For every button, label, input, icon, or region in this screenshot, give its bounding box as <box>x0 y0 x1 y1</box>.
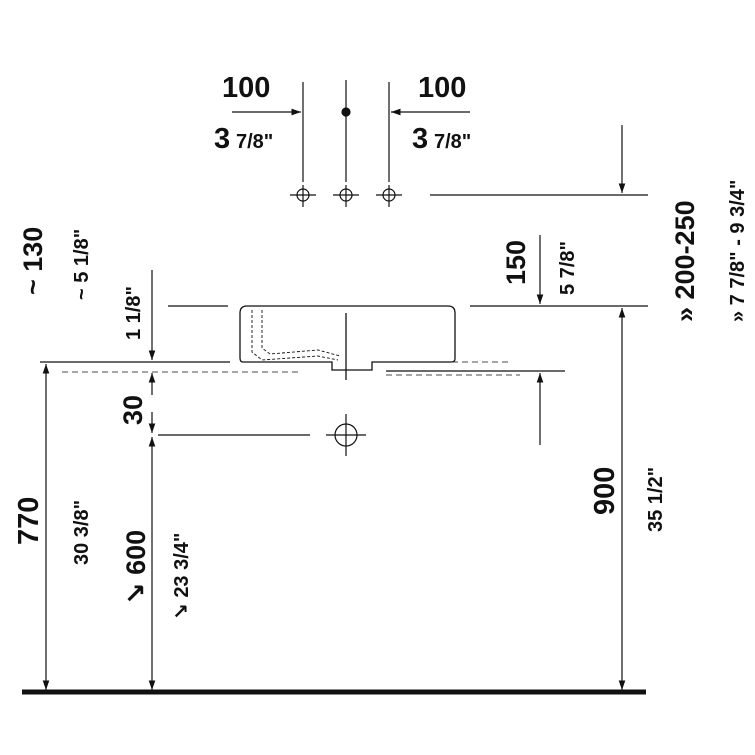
rim-height-in: 35 1/2" <box>645 467 667 532</box>
waste-outlet-centre <box>158 414 366 456</box>
rim-above-counter-mm: ~ 130 <box>18 227 48 295</box>
right-tap-offset-mm: 100 <box>418 72 466 104</box>
tap-height-range-mm: » 200-250 <box>670 200 700 322</box>
left-tap-offset-in-whole: 3 <box>214 123 230 155</box>
left-tap-offset-in-frac: 7/8" <box>236 131 273 153</box>
waste-height-in: 5 7/8" <box>557 241 579 295</box>
rim-height-mm: 900 <box>589 467 621 515</box>
counter-thickness-in: 1 1/8" <box>123 286 145 340</box>
trap-offset-mm: 30 <box>118 395 148 425</box>
waste-height-mm: 150 <box>501 240 531 285</box>
counter-height-mm: 770 <box>13 497 45 545</box>
right-tap-offset-in-frac: 7/8" <box>434 131 471 153</box>
right-tap-offset-in-whole: 3 <box>412 123 428 155</box>
tap-height-range-in: » 7 7/8" - 9 3/4" <box>727 180 749 322</box>
waste-outlet-in: ↘ 23 3/4" <box>171 533 193 620</box>
left-tap-offset-mm: 100 <box>222 72 270 104</box>
rim-above-counter-in: ~ 5 1/8" <box>71 229 93 300</box>
waste-outlet-mm: ↘ 600 <box>121 530 151 605</box>
basin-overflow-channel <box>251 310 341 361</box>
counter-height-in: 30 3/8" <box>71 500 93 565</box>
basin-outline <box>239 305 456 380</box>
tap-hole-centres <box>290 80 402 207</box>
